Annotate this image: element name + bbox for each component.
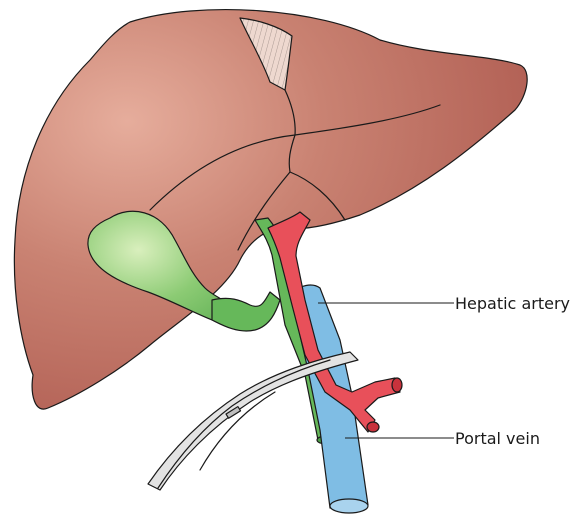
artery-branch-end-1 xyxy=(392,378,402,392)
cystic-duct xyxy=(212,292,280,331)
artery-branch-end-2 xyxy=(367,422,379,432)
hepatic-artery-label: Hepatic artery xyxy=(455,294,570,313)
portal-vein-end xyxy=(330,499,368,513)
catheter-inner-line xyxy=(158,360,330,488)
portal-vein-label: Portal vein xyxy=(455,429,540,448)
